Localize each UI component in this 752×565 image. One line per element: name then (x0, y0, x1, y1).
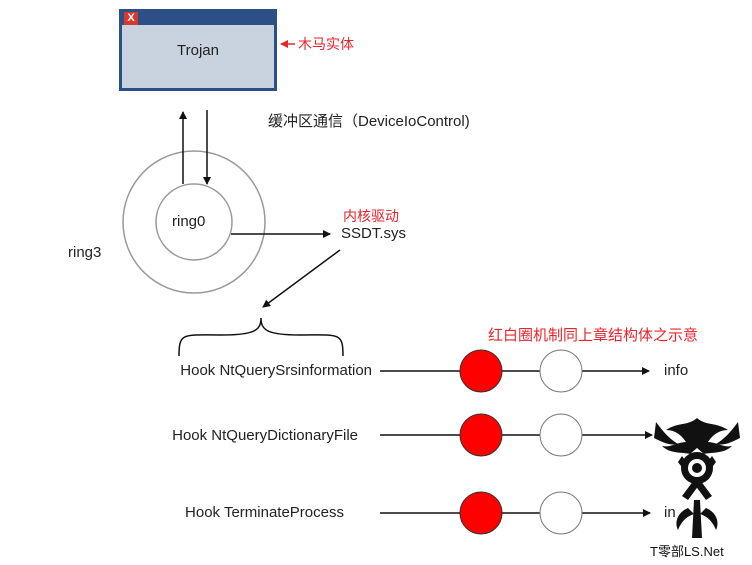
hook-label-2: Hook NtQueryDictionaryFile (172, 427, 358, 444)
hook-target-3: in (664, 504, 676, 521)
red-circle (459, 413, 503, 457)
watermark-text: T零部LS.Net (650, 544, 724, 559)
hook-label-3: Hook TerminateProcess (185, 504, 344, 521)
hook-target-1: info (664, 362, 689, 379)
white-circle (539, 413, 583, 457)
hook-label-1: Hook NtQuerySrsinformation (180, 362, 372, 379)
ring3-label: ring3 (68, 244, 102, 261)
ssdt-to-hooks-arrow (262, 249, 341, 308)
buffer-comm-label: 缓冲区通信（DeviceIoControl) (268, 113, 470, 130)
hooks-brace (178, 317, 344, 357)
trojan-entity-label: 木马实体 (298, 36, 354, 52)
hook-row-1 (380, 349, 650, 393)
hook-row-2 (380, 413, 653, 457)
white-circle (539, 349, 583, 393)
window-title: Trojan (177, 42, 219, 59)
window-titlebar (122, 12, 274, 25)
white-circle (539, 491, 583, 535)
ssdt-label: SSDT.sys (341, 225, 407, 242)
ring0-label: ring0 (172, 213, 206, 230)
close-icon[interactable]: X (124, 12, 138, 25)
red-circle (459, 491, 503, 535)
trojan-window: X Trojan (119, 9, 277, 91)
red-circle (459, 349, 503, 393)
mechanism-note: 红白圈机制同上章结构体之示意 (488, 327, 699, 344)
watermark-logo: T零部LS.Net (650, 418, 740, 559)
kernel-driver-label: 内核驱动 (343, 208, 399, 224)
ring3-circle (122, 150, 266, 294)
ring0-circle (155, 183, 233, 261)
hook-row-3 (380, 491, 651, 535)
